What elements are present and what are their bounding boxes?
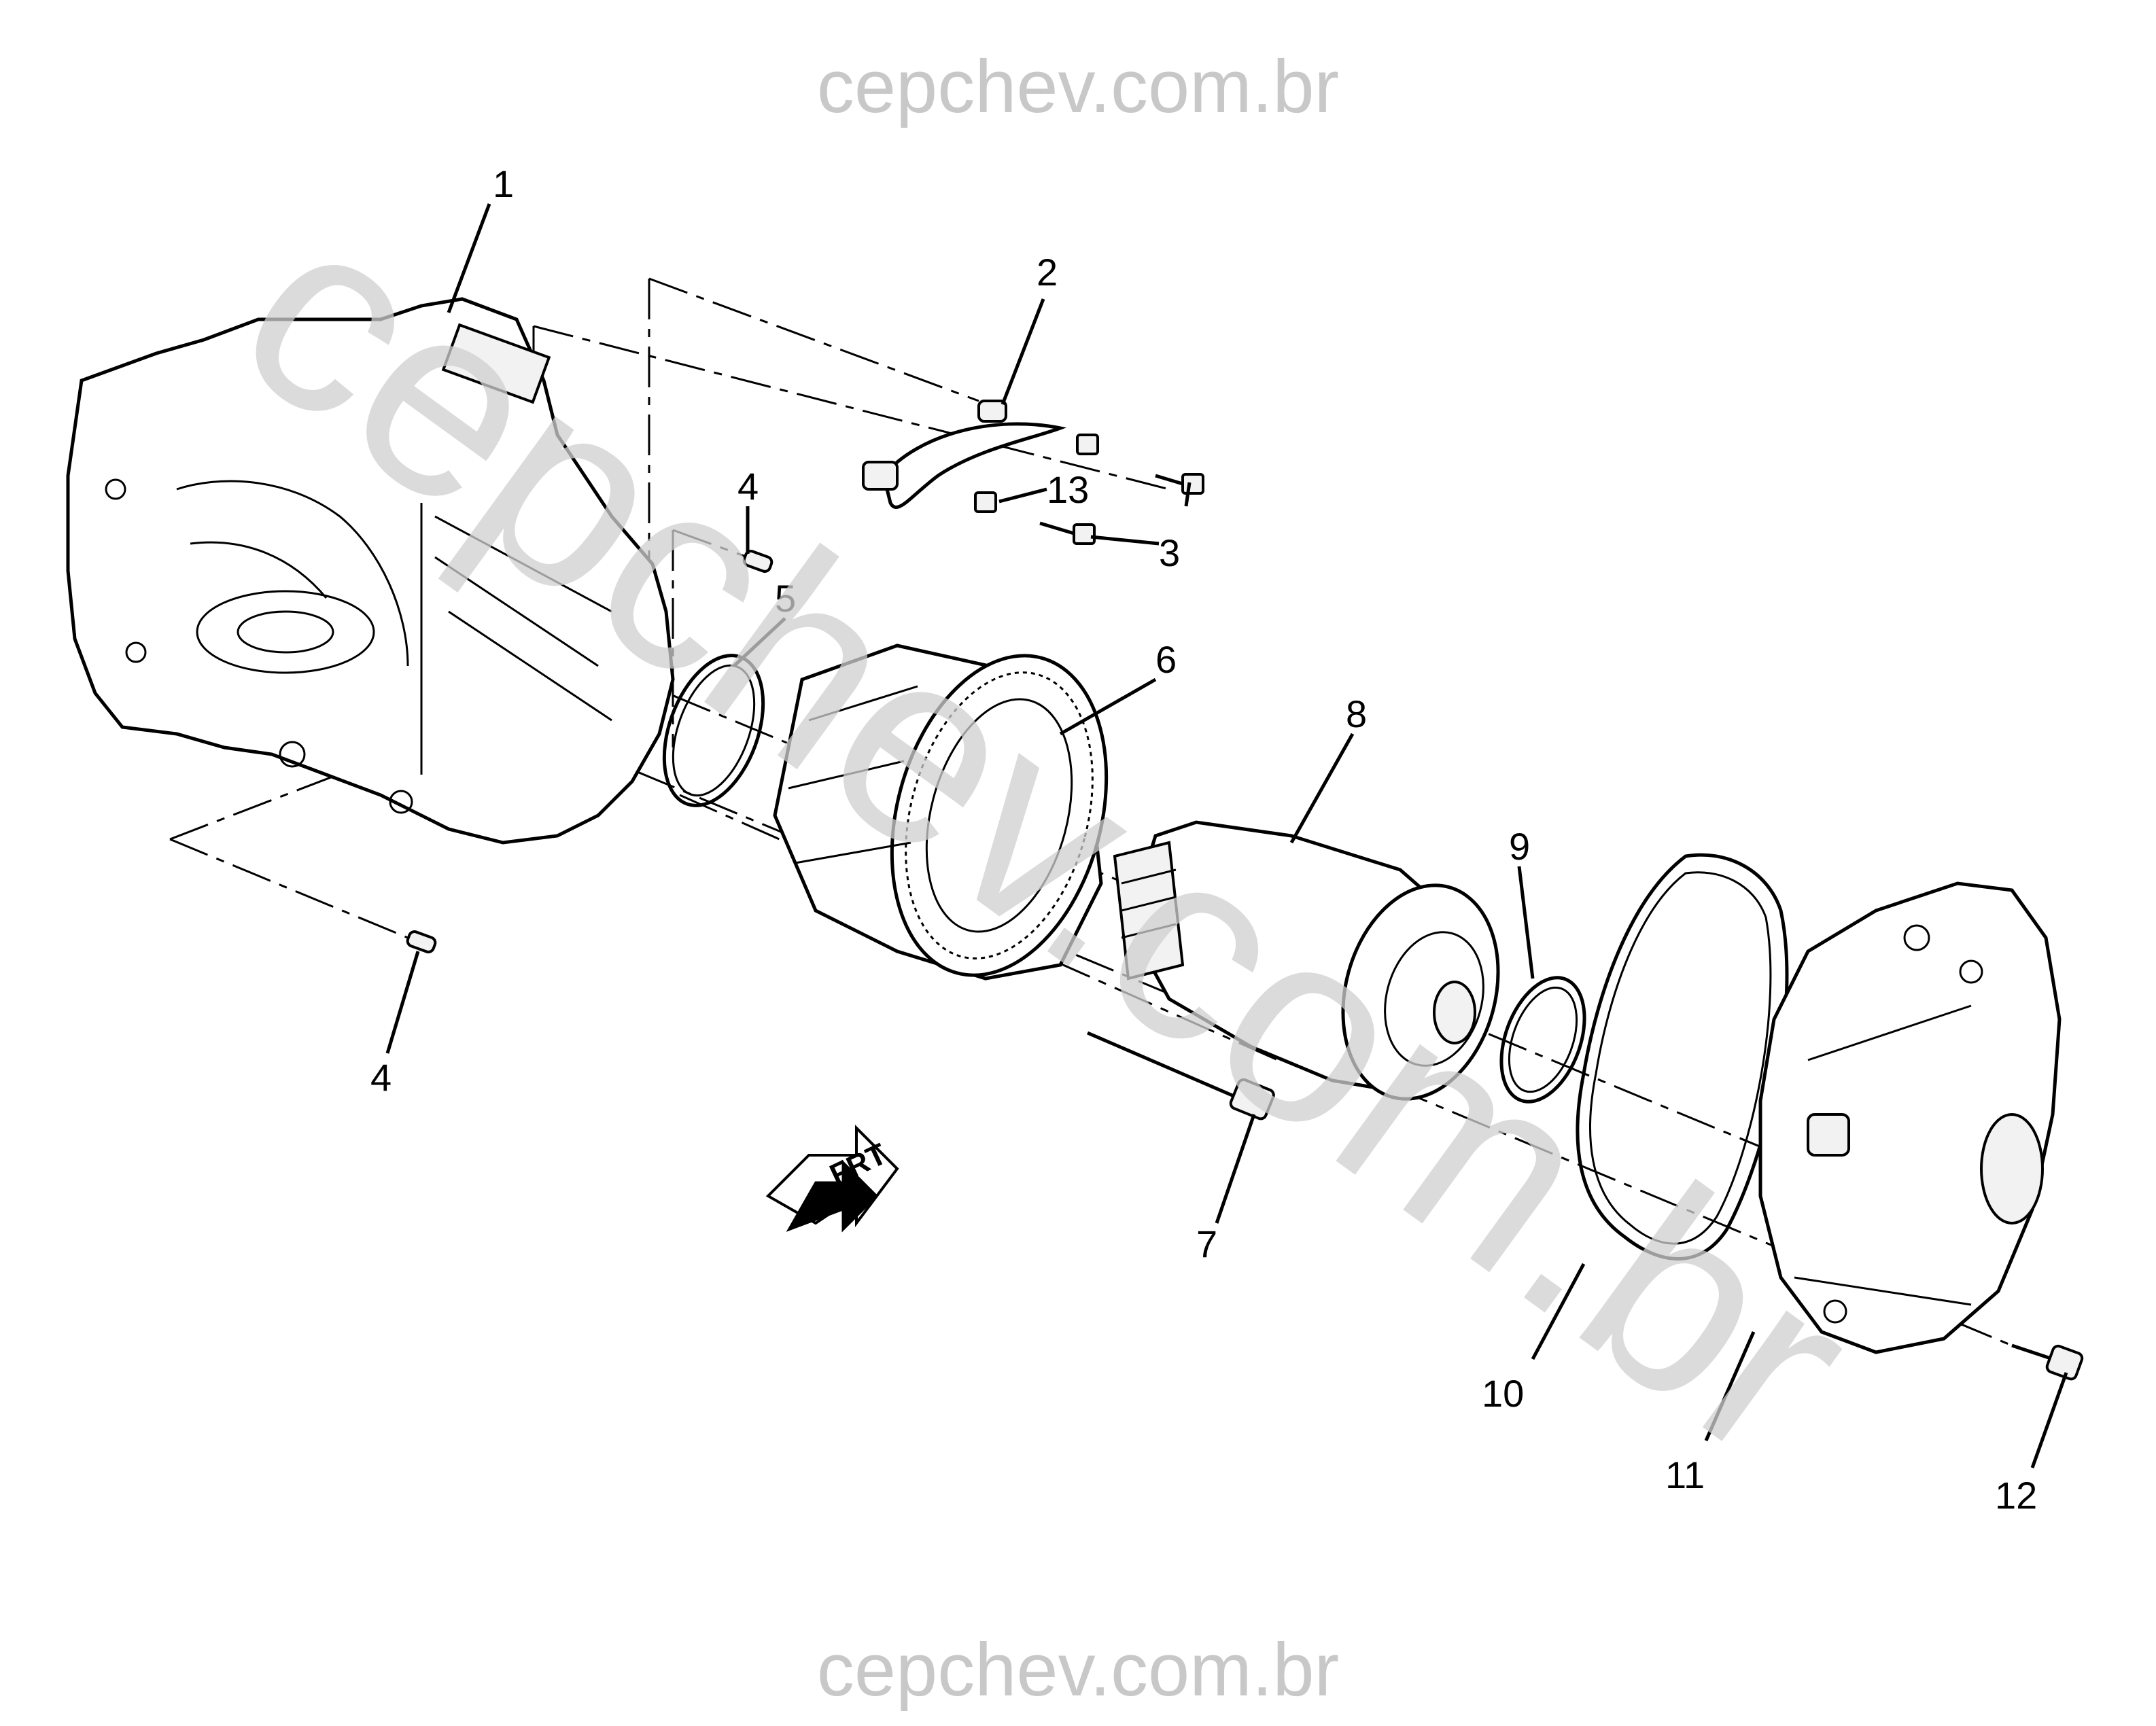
transmission-case-part [66,297,675,845]
callout-13: 13 [1047,468,1089,511]
callout-4-upper: 4 [737,465,759,508]
rear-housing-part [1758,881,2062,1354]
stator-part [773,644,1109,981]
callout-labels: 1 2 3 4 4 5 6 7 8 9 10 11 12 13 [370,162,2037,1517]
bolt-part-3a [1155,473,1204,495]
callout-6: 6 [1155,638,1177,681]
callout-4-lower: 4 [370,1056,392,1099]
watermark-diagonal: cepchev.com.br [190,154,1905,1517]
front-direction-badge: FRT [765,1125,899,1233]
dowel-pin-part-lower [406,930,437,953]
nut-part-13b [974,491,997,513]
leader-lines [385,203,2068,1468]
front-direction-arrow-icon [765,1125,899,1233]
long-bolt-part [1087,1031,1275,1121]
callout-9: 9 [1509,825,1530,868]
callout-2: 2 [1037,251,1058,294]
watermark-top: cepchev.com.br [817,45,1339,128]
callout-7: 7 [1196,1222,1217,1265]
bolt-part-3b [1039,521,1096,545]
watermark-bottom: cepchev.com.br [817,1628,1339,1712]
callout-10: 10 [1482,1372,1524,1415]
nut-part-13a [1076,434,1099,455]
bracket-part [862,400,1067,509]
callout-11: 11 [1665,1454,1705,1496]
bolt-part-12 [2011,1343,2084,1381]
callout-5: 5 [775,577,796,620]
callout-12: 12 [1995,1474,2037,1517]
dowel-pin-part-upper [742,550,773,573]
callout-3: 3 [1159,531,1180,574]
gasket-part [1576,853,1789,1261]
seal-ring-part-9 [1499,976,1586,1104]
rotor-part [1113,820,1500,1101]
o-ring-part-5 [662,654,765,807]
callout-1: 1 [493,162,514,205]
callout-8: 8 [1346,692,1367,735]
